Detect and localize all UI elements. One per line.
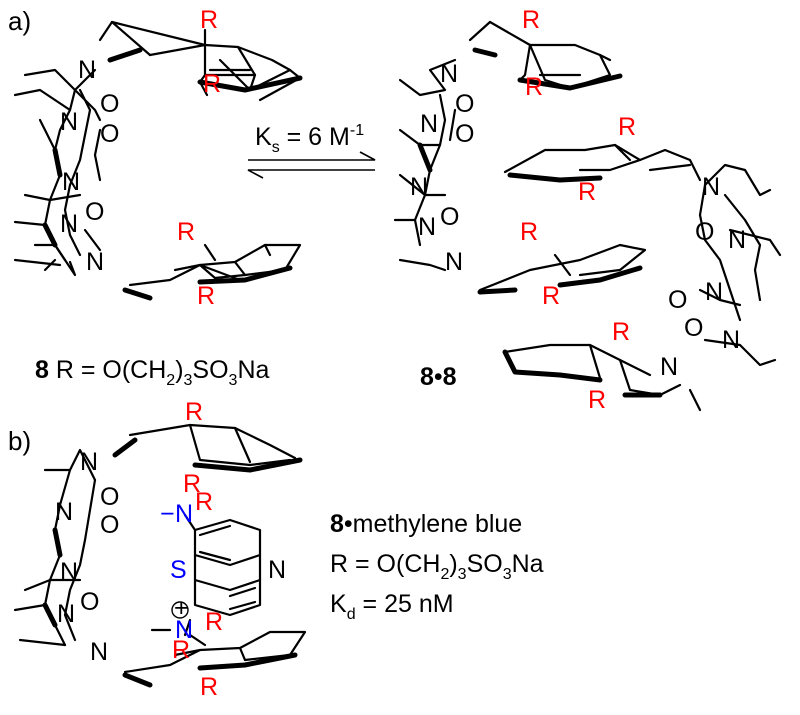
atom-o: O [80, 588, 99, 616]
atom-n: N [440, 60, 458, 88]
naphthalene-bottom [122, 630, 307, 688]
atom-minus: − [160, 500, 175, 528]
atom-n: N [705, 278, 723, 306]
panel-label-a: a) [8, 6, 31, 36]
atom-n: N [60, 210, 78, 238]
atom-o: O [100, 483, 119, 511]
atom-n: N [62, 168, 80, 196]
r-group-label: R [185, 398, 203, 426]
atom-n: N [722, 326, 740, 354]
atom-o: O [668, 286, 687, 314]
atom-n: N [410, 173, 428, 201]
atom-o: O [85, 198, 104, 226]
r-group-label: R [520, 218, 538, 246]
atom-o: O [684, 314, 703, 342]
r-group-label: R [588, 386, 606, 414]
complex-name: 8•methylene blue [330, 510, 522, 538]
atom-n: N [175, 616, 193, 644]
atom-o: O [455, 90, 474, 118]
r-group-label: R [618, 113, 636, 141]
atom-o: O [100, 120, 119, 148]
atom-n: N [445, 248, 463, 276]
r-group-label: R [197, 282, 215, 310]
compound-8-label: 8 R = O(CH2)3SO3Na [35, 356, 270, 389]
atom-n: N [60, 108, 78, 136]
atom-n: N [418, 213, 436, 241]
r-group-label: R [195, 488, 213, 516]
atom-n: N [660, 353, 678, 381]
complex-r-definition: R = O(CH2)3SO3Na [330, 550, 544, 583]
atom-o: O [440, 203, 459, 231]
r-group-label: R [578, 178, 596, 206]
r-group-label: R [542, 282, 560, 310]
atom-n: N [86, 248, 104, 276]
svg-text:Ks = 6 M-1: Ks = 6 M-1 [255, 122, 364, 156]
glycoluril-spine [13, 68, 102, 277]
r-group-label: R [522, 6, 540, 34]
complex-kd: Kd = 25 nM [330, 590, 454, 623]
atom-o: O [455, 120, 474, 148]
naphthalene-top [112, 423, 303, 473]
r-group-label: R [612, 318, 630, 346]
r-group-label: R [200, 6, 218, 34]
atom-n: N [268, 556, 286, 584]
naphthalene-second-top [503, 143, 702, 183]
second-glycoluril-spine [698, 163, 782, 367]
r-group-label: R [177, 218, 195, 246]
atom-n: N [57, 600, 75, 628]
atom-plus: + [174, 594, 189, 622]
naphthalene-inner-bottom [477, 243, 647, 295]
atom-n: N [728, 226, 746, 254]
naphthalene-top [468, 20, 623, 91]
r-group-label: R [200, 673, 218, 701]
atom-o: O [100, 511, 119, 539]
atom-n: N [55, 498, 73, 526]
atom-s: S [170, 556, 187, 584]
methylene-blue-guest [150, 513, 262, 647]
r-group-label: R [203, 70, 221, 98]
complex-caption: 8•methylene blue R = O(CH2)3SO3Na Kd = 2… [330, 510, 544, 623]
equilibrium-arrows [247, 151, 376, 179]
dimer-label: 8•8 [420, 363, 457, 391]
naphthalene-bottom [122, 243, 302, 301]
atom-n: N [420, 110, 438, 138]
equilibrium-constant: Ks = 6 M-1 [255, 122, 364, 156]
r-group-label: R [183, 470, 201, 498]
glycoluril-spine [13, 448, 97, 647]
r-group-label: R [205, 608, 223, 636]
panel-label-b: b) [8, 426, 31, 456]
atom-n: N [90, 638, 108, 666]
r-group-label: R [525, 73, 543, 101]
atom-n: N [175, 500, 193, 528]
complex-8-methylene-blue: R R N N N N N O O O R R [13, 398, 307, 701]
atom-n: N [702, 173, 720, 201]
plus-charge-circle [171, 601, 189, 619]
atom-o: O [100, 90, 119, 118]
glycoluril-spine [393, 58, 457, 272]
r-group-label: R [172, 636, 190, 664]
atom-n: N [78, 56, 96, 84]
atom-n: N [60, 558, 78, 586]
dimer-8-8: R R N N N N N O O O R R [393, 6, 782, 414]
atom-o: O [695, 218, 714, 246]
atom-n: N [80, 448, 98, 476]
molecule-8-clip: R R N N N N N O O O [13, 6, 303, 310]
naphthalene-lowest [502, 343, 702, 412]
naphthalene-top [98, 20, 303, 102]
